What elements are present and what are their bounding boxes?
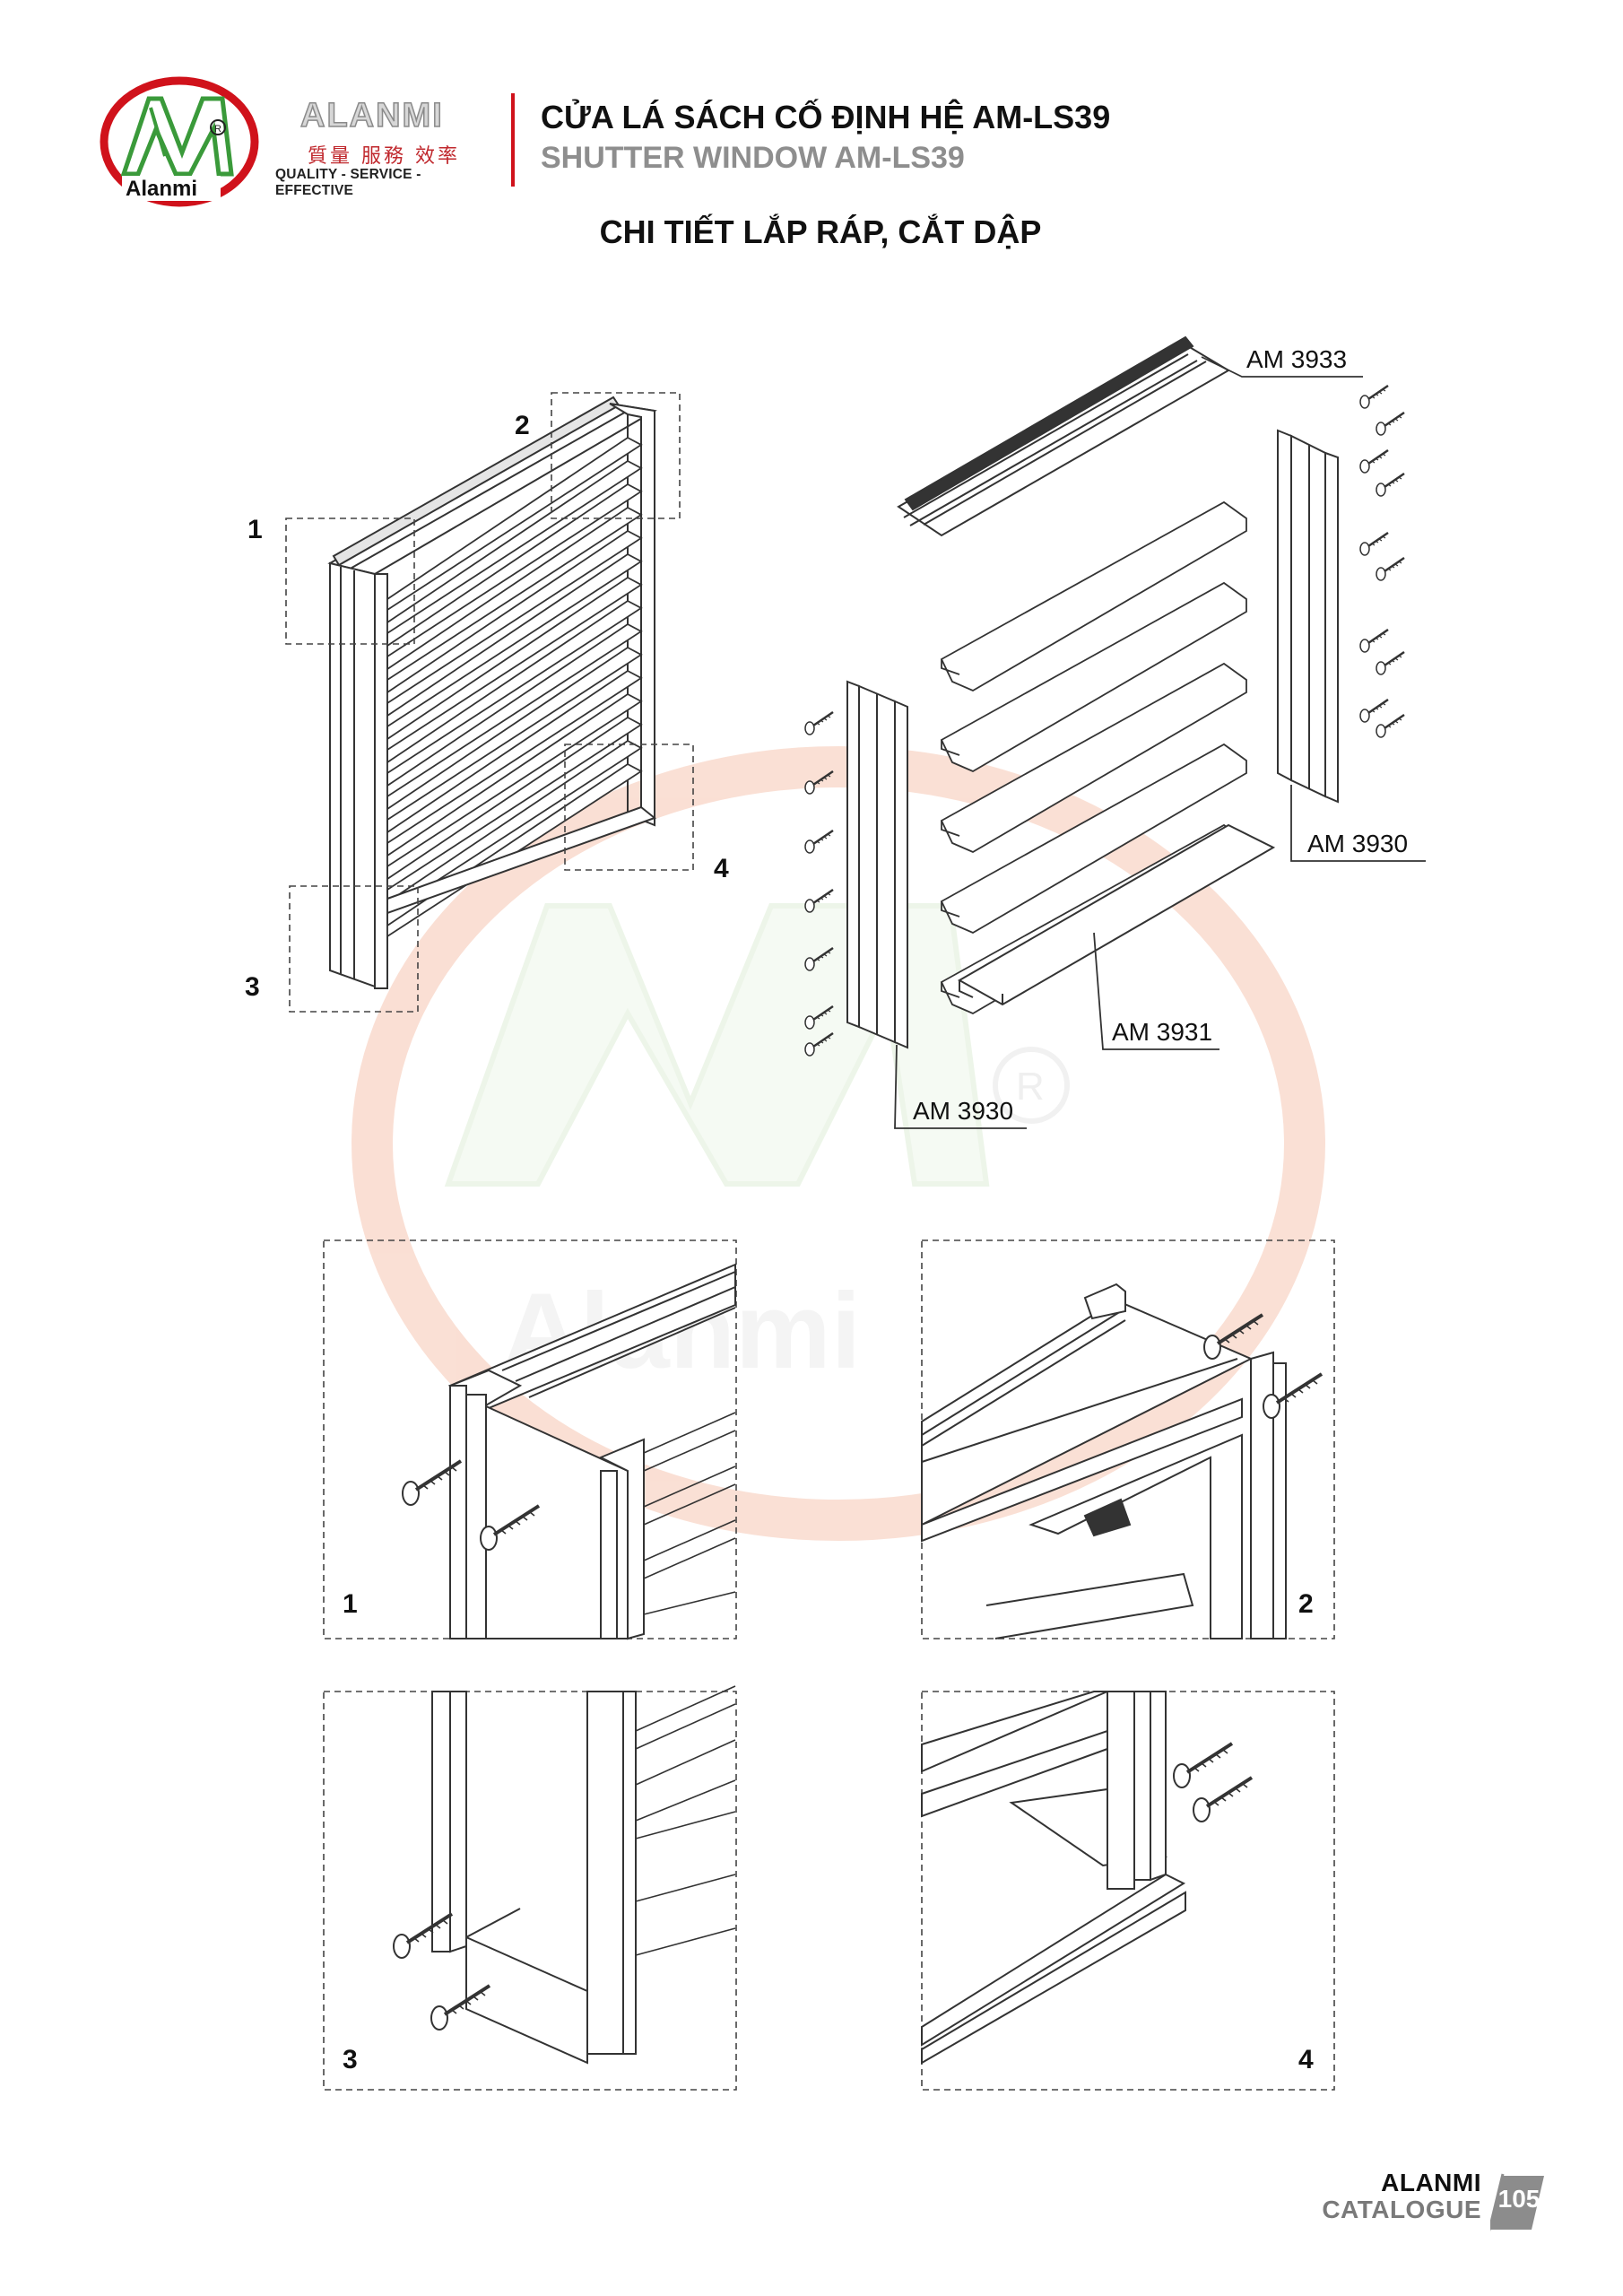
louver-slat bbox=[940, 662, 1247, 854]
footer-brand: ALANMI bbox=[1381, 2169, 1481, 2196]
louver-slat-lip bbox=[941, 659, 960, 675]
page-number: 105 bbox=[1497, 2185, 1541, 2213]
louver-slat-lip bbox=[941, 821, 960, 837]
callout-label: 2 bbox=[515, 411, 530, 440]
louver-blades bbox=[386, 436, 643, 938]
brand-chinese: 質量 服務 效率 bbox=[308, 145, 460, 168]
louver-blade bbox=[386, 669, 643, 845]
part-label-left-jamb: AM 3930 bbox=[913, 1097, 1013, 1125]
part-label-top-rail: AM 3933 bbox=[1246, 345, 1347, 373]
part-label-bottom-sill: AM 3931 bbox=[1112, 1018, 1212, 1046]
detail-panel-4 bbox=[921, 1691, 1186, 2065]
logo-text: Alanmi bbox=[126, 177, 197, 201]
louver-blade bbox=[386, 459, 643, 635]
company-logo: R Alanmi bbox=[97, 74, 276, 213]
louver-blade bbox=[386, 483, 643, 658]
louver-slat-lip bbox=[941, 740, 960, 756]
callout-label: 3 bbox=[245, 972, 260, 1002]
louver-slat bbox=[940, 743, 1247, 935]
svg-text:R: R bbox=[214, 124, 221, 135]
callout-label: 1 bbox=[247, 515, 263, 544]
detail-panel-1 bbox=[447, 1263, 736, 1640]
assembled-window bbox=[327, 396, 657, 989]
part-label-right-jamb: AM 3930 bbox=[1307, 830, 1408, 857]
detail-panel-label: 2 bbox=[1298, 1589, 1314, 1619]
louver-blade bbox=[386, 506, 643, 682]
exploded-view bbox=[846, 335, 1339, 1049]
louver-blade bbox=[386, 622, 643, 798]
louver-blade bbox=[386, 599, 643, 775]
louver-blade bbox=[386, 762, 643, 938]
detail-panel-3 bbox=[431, 1685, 736, 2065]
callout-boxes bbox=[285, 392, 694, 1013]
louver-blade bbox=[386, 576, 643, 752]
detail-panel-label: 4 bbox=[1298, 2045, 1314, 2074]
louver-blade bbox=[386, 692, 643, 868]
detail-panel-label: 1 bbox=[343, 1589, 358, 1619]
header-divider bbox=[511, 93, 515, 187]
page-title-english: SHUTTER WINDOW AM-LS39 bbox=[541, 141, 965, 175]
page-number-badge bbox=[1490, 2173, 1544, 2231]
louver-slat bbox=[940, 500, 1247, 692]
callout-label: 4 bbox=[714, 854, 729, 883]
louver-blade bbox=[386, 646, 643, 822]
louver-slat bbox=[940, 581, 1247, 773]
detail-panel-2 bbox=[921, 1283, 1287, 1639]
louver-blade bbox=[386, 436, 643, 612]
screw-icons-panel-4 bbox=[1172, 1742, 1254, 1823]
section-subtitle: CHI TIẾT LẮP RÁP, CẮT DẬP bbox=[599, 213, 1042, 250]
part-leaders bbox=[894, 356, 1426, 1129]
detail-panel-label: 3 bbox=[343, 2045, 358, 2074]
detail-panel-labels: 1 2 3 4 bbox=[343, 1589, 1314, 2074]
callout-labels: 1 2 3 4 bbox=[245, 411, 729, 1002]
brand-name: ALANMI bbox=[299, 96, 444, 135]
part-labels: AM 3933 AM 3930 AM 3931 AM 3930 bbox=[913, 345, 1408, 1125]
brand-block: ALANMI 質量 服務 效率 QUALITY - SERVICE - EFFE… bbox=[273, 96, 498, 198]
brand-tagline: QUALITY - SERVICE - EFFECTIVE bbox=[275, 167, 421, 198]
louver-blade bbox=[386, 529, 643, 705]
louver-slat-lip bbox=[941, 982, 960, 998]
footer-catalogue: CATALOGUE bbox=[1322, 2196, 1481, 2223]
louver-slat-lip bbox=[941, 901, 960, 918]
louver-blade bbox=[386, 552, 643, 728]
svg-text:R: R bbox=[1016, 1065, 1045, 1109]
page-footer: ALANMI CATALOGUE 105 bbox=[1273, 2160, 1578, 2249]
page-title-vietnamese: CỬA LÁ SÁCH CỐ ĐỊNH HỆ AM-LS39 bbox=[541, 99, 1111, 135]
